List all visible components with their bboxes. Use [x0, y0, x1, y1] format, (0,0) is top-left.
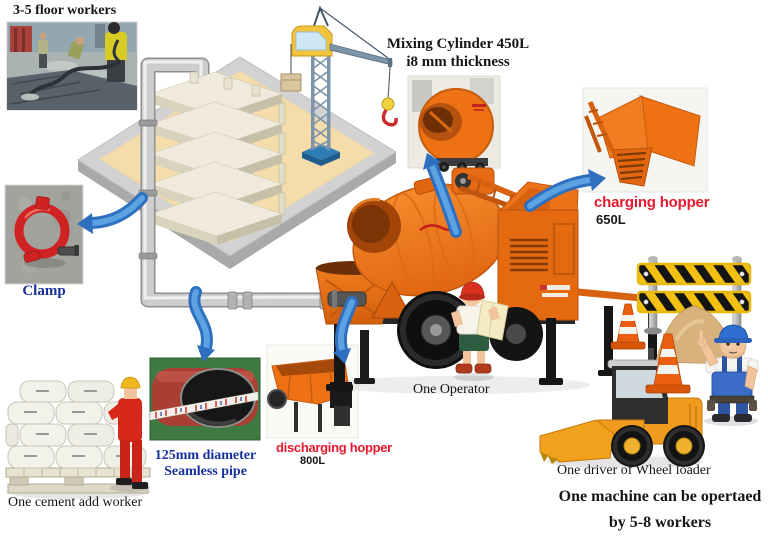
discharging-hopper-photo	[266, 344, 359, 439]
arrow-to-charging-photo	[524, 169, 606, 212]
loader-driver-figure	[696, 324, 759, 426]
clamp-label: Clamp	[22, 283, 66, 299]
seamless-pipe-illustration	[149, 368, 259, 428]
arrow-to-discharging-photo	[333, 296, 358, 364]
traffic-cone-small	[610, 303, 646, 350]
concrete-mixer-pump	[315, 167, 664, 394]
summary-line2: by 5-8 workers	[608, 514, 712, 531]
discharging-hopper-capacity: 800L	[300, 455, 326, 467]
traffic-cone-large	[645, 333, 691, 394]
seamless-pipe-label: 125mm diameter Seamless pipe	[148, 448, 263, 480]
tower-crane	[280, 5, 398, 166]
summary-line1: One machine can be opertaed	[558, 488, 762, 505]
arrow-to-mixing-photo	[423, 153, 462, 238]
mixing-cylinder-photo	[407, 75, 501, 172]
building-under-construction	[146, 71, 286, 245]
seamless-pipe-label-line2: Seamless pipe	[164, 464, 247, 480]
floor-workers-photo	[6, 21, 138, 111]
wheel-loader	[539, 348, 705, 468]
clamp-illustration	[14, 196, 79, 263]
mixer-drum-illustration	[418, 88, 494, 172]
clamp-photo	[4, 184, 84, 285]
charging-hopper-label: charging hopper	[594, 194, 710, 211]
charging-hopper-capacity: 650L	[596, 212, 626, 227]
arrow-to-pipe-photo	[188, 286, 215, 362]
seamless-pipe-label-line1: 125mm diameter	[154, 448, 257, 463]
crane-hook	[381, 109, 398, 127]
cement-worker-label: One cement add worker	[8, 495, 143, 510]
flow-arrows	[77, 153, 606, 364]
summary-label: One machine can be opertaed by 5-8 worke…	[552, 489, 768, 531]
floor-workers-label: 3-5 floor workers	[13, 3, 117, 18]
charging-hopper-photo	[582, 87, 708, 193]
cement-worker-figure	[108, 376, 150, 492]
loader-driver-label: One driver of Wheel loader	[557, 463, 711, 478]
arrow-to-clamp	[77, 192, 148, 234]
charging-hopper-illustration	[584, 95, 701, 187]
mixing-cylinder-label-line1: Mixing Cylinder 450L	[386, 36, 530, 52]
concrete-delivery-pipeline	[138, 57, 364, 310]
operator-label: One Operator	[413, 382, 490, 397]
mixing-cylinder-label: Mixing Cylinder 450L i8 mm thickness	[383, 36, 533, 71]
discharging-hopper-label: discharging hopper	[276, 440, 392, 455]
discharging-hopper-illustration	[267, 357, 352, 432]
seamless-pipe-photo	[149, 357, 261, 441]
mixing-cylinder-label-line2: i8 mm thickness	[406, 53, 510, 70]
operator-figure	[451, 281, 509, 381]
